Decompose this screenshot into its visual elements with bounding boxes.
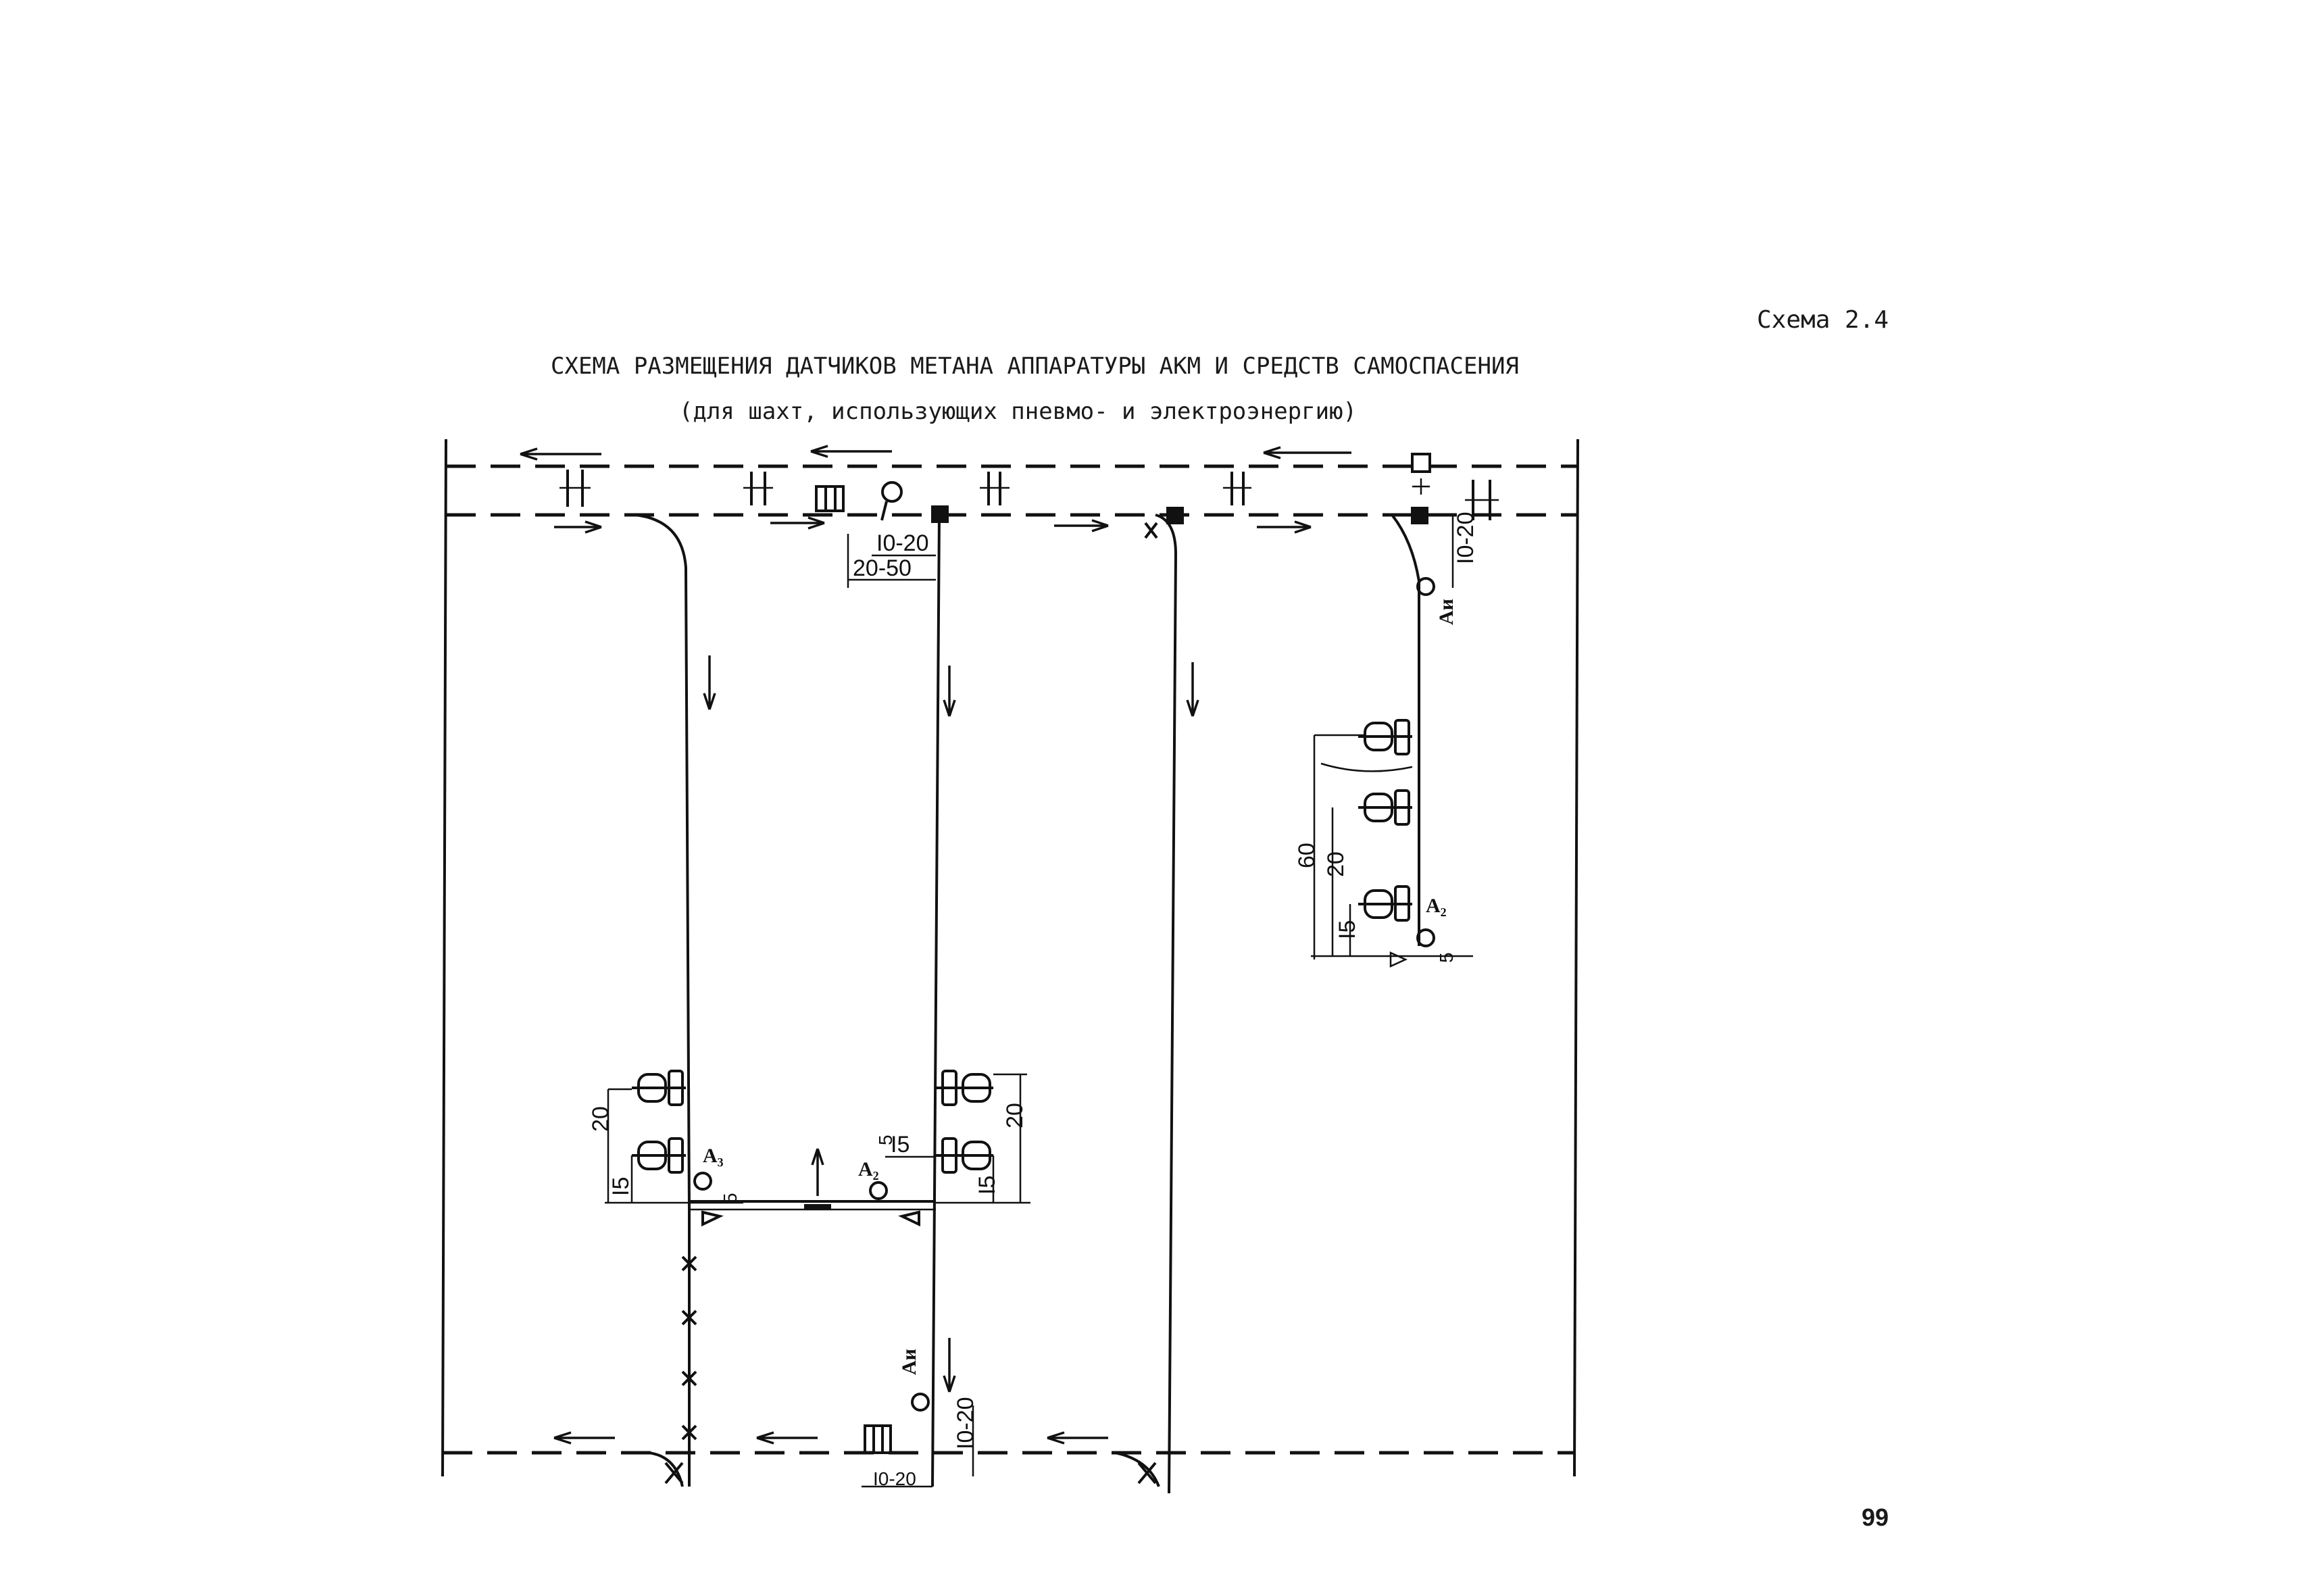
svg-text:I0-20: I0-20 [953, 1397, 978, 1450]
svg-text:60: 60 [1294, 843, 1320, 868]
cross-markers [664, 522, 1158, 1485]
airflow-arrows-bottom [553, 1431, 1108, 1445]
svg-text:I5: I5 [608, 1177, 634, 1196]
svg-text:I0-20: I0-20 [876, 530, 929, 556]
svg-text:20: 20 [1002, 1103, 1028, 1128]
sensor-square-1 [931, 505, 949, 523]
svg-text:5: 5 [875, 1134, 896, 1145]
svg-text:20: 20 [588, 1106, 614, 1132]
svg-text:Аи: Аи [898, 1349, 920, 1375]
sensor-square-2 [1166, 507, 1184, 524]
svg-text:20-50: 20-50 [853, 555, 912, 581]
airflow-arrows-top-upper [520, 445, 1351, 461]
working-2 [931, 514, 956, 1487]
svg-text:5: 5 [720, 1193, 741, 1203]
working-4 [1391, 514, 1420, 946]
diagram-title: СХЕМА РАЗМЕЩЕНИЯ ДАТЧИКОВ МЕТАНА АППАРАТ… [551, 353, 1519, 380]
frame-left [441, 439, 447, 1477]
svg-text:I5: I5 [891, 1132, 910, 1157]
svg-text:А₂: А₂ [1426, 895, 1447, 917]
working-1 [634, 514, 716, 1210]
sensor-square-open [1411, 453, 1431, 473]
pneumatic-unit-bottom [864, 1424, 892, 1454]
page-number: 99 [1862, 1503, 1889, 1531]
self-rescuers-right: А₂ 60 20 I5 5 [1294, 719, 1473, 968]
frame-right [1573, 439, 1579, 1477]
dimension-group-top-center: I0-20 20-50 [847, 530, 936, 588]
crosscut-lower [688, 1148, 936, 1487]
join-curve-bottom-right [1114, 1451, 1160, 1487]
svg-text:5: 5 [1436, 952, 1457, 963]
self-rescuers-left: А₃ 20 I5 5 [588, 1070, 743, 1204]
sensor-group-right-top: Аи I0-20 [1416, 512, 1478, 625]
pneumatic-unit-top [815, 481, 903, 521]
self-rescuers-mid: А₂ I5 5 20 I5 [858, 1070, 1030, 1204]
svg-text:А₂: А₂ [858, 1158, 879, 1180]
sensor-group-bottom: Аи I0-20 I0-20 [862, 1338, 978, 1489]
svg-text:I5: I5 [974, 1176, 1000, 1195]
working-3 [1155, 514, 1199, 1494]
airflow-arrows-top-lower [554, 516, 1312, 534]
svg-text:I0-20: I0-20 [1453, 512, 1478, 565]
join-curve-bottom-left [648, 1451, 684, 1487]
diagram-subtitle: (для шахт, использующих пневмо- и электр… [679, 398, 1357, 425]
svg-text:20: 20 [1323, 851, 1349, 877]
svg-text:I5: I5 [1335, 920, 1360, 939]
airway-seals-top [559, 470, 1499, 520]
svg-text:А₃: А₃ [703, 1145, 724, 1167]
sensor-square-3 [1411, 507, 1428, 524]
scheme-label: Схема 2.4 [1757, 306, 1889, 334]
svg-text:Аи: Аи [1435, 599, 1458, 625]
